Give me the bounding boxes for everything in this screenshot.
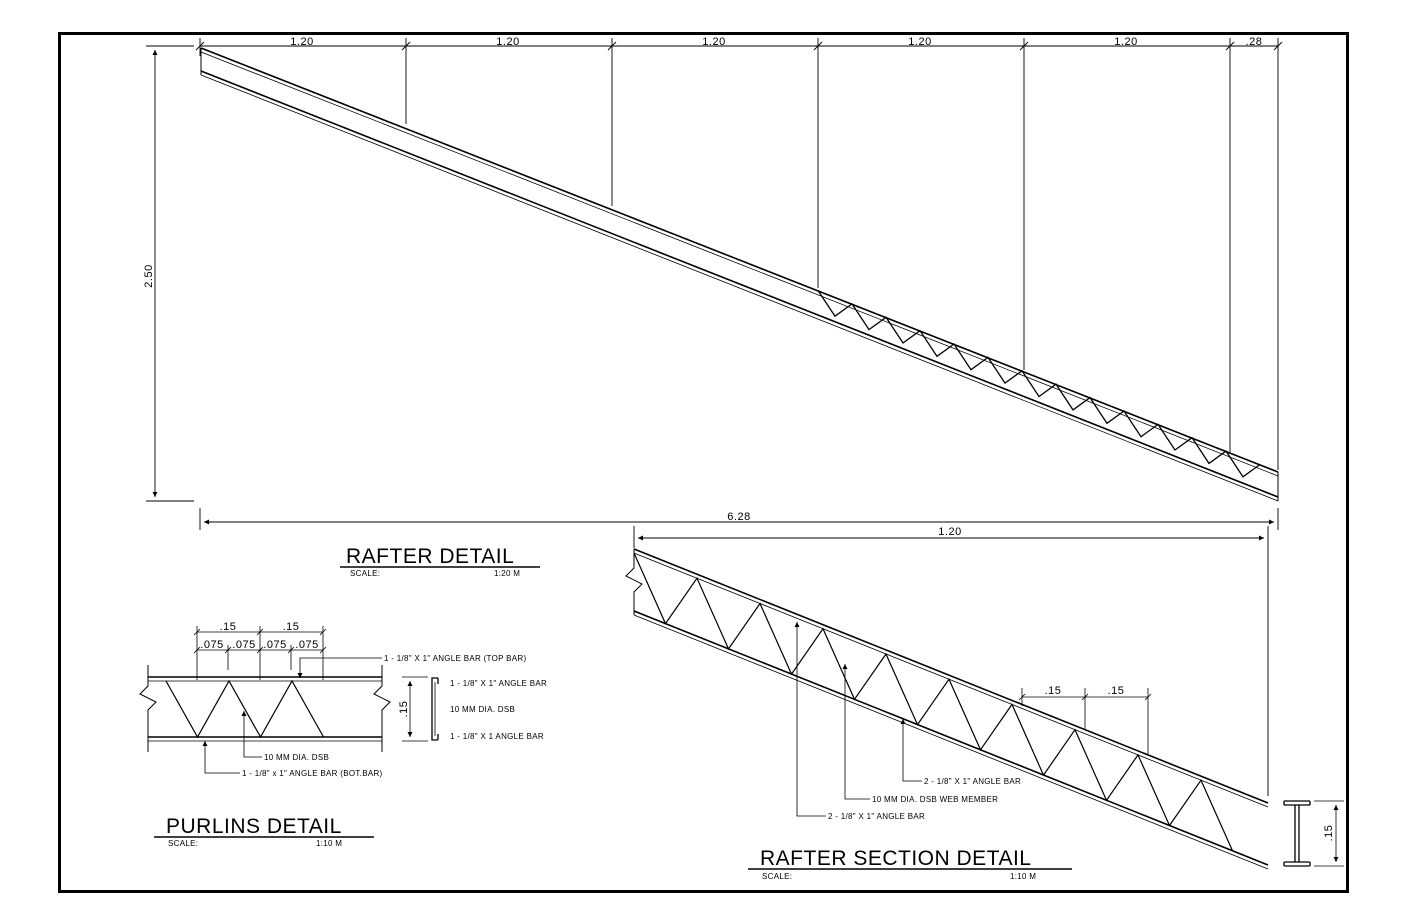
purlins-web-bars <box>165 679 325 739</box>
rafter-segment-dim-4: 1.20 <box>908 36 931 48</box>
purlins-detail: .15 .15 .075 .075 .075 .075 .15 <box>139 621 547 848</box>
rafter-section-web <box>633 552 1234 852</box>
purlins-dim-top-1: .15 <box>220 621 237 633</box>
rafter-lacing-bars <box>817 290 1261 478</box>
rafter-section-length-dimension <box>633 526 1269 796</box>
rafter-segment-dim-2: 1.20 <box>496 36 519 48</box>
rafter-section-note-angle-bar-b: 2 - 1/8" X 1" ANGLE BAR <box>828 812 925 821</box>
purlins-web <box>165 679 325 739</box>
rafter-detail-scale-value: 1:20 M <box>494 569 520 578</box>
rafter-section-detail-title: RAFTER SECTION DETAIL <box>760 847 1031 870</box>
rafter-section-spacing-dimension <box>1018 688 1152 754</box>
rafter-section-note-angle-bar-a: 2 - 1/8" X 1" ANGLE BAR <box>924 777 1021 786</box>
purlins-detail-title: PURLINS DETAIL <box>166 815 342 838</box>
purlins-note-dsb: 10 MM DIA. DSB <box>264 753 329 762</box>
rafter-segment-dim-5: 1.20 <box>1114 36 1137 48</box>
rafter-detail-title: RAFTER DETAIL <box>346 545 514 568</box>
rafter-section-web-bars <box>633 552 1234 852</box>
rafter-segment-dim-1: 1.20 <box>290 36 313 48</box>
rafter-member <box>200 47 1279 502</box>
rafter-section-depth-dim: .15 <box>1323 825 1335 842</box>
rafter-segment-dimensions <box>195 38 1283 470</box>
purlins-dimensions <box>193 626 327 680</box>
rafter-segment-dim-6: .28 <box>1246 36 1263 48</box>
rafter-section-length-dim: 1.20 <box>938 526 961 538</box>
purlins-depth-dim: .15 <box>398 701 410 718</box>
rafter-section-detail-scale-label: SCALE: <box>762 872 792 881</box>
purlins-dim-sub-3: .075 <box>263 639 286 651</box>
purlins-dim-top-2: .15 <box>283 621 300 633</box>
rafter-section-member <box>625 548 1269 870</box>
rafter-height-dim: 2.50 <box>143 264 155 287</box>
purlins-note-angle-bar-upper: 1 - 1/8" X 1" ANGLE BAR <box>450 679 547 688</box>
rafter-section-leaders <box>794 622 922 817</box>
sheet-border <box>58 32 1349 893</box>
purlins-note-top-bar: 1 - 1/8" X 1" ANGLE BAR (TOP BAR) <box>384 654 526 663</box>
rafter-section-depth-dimension <box>1314 800 1344 867</box>
rafter-section-detail: 1.20 .15 .15 2 - 1/8" X 1" ANGLE BAR 10 <box>625 526 1344 881</box>
purlins-depth-dimension <box>402 676 428 742</box>
purlins-note-bot-bar: 1 - 1/8" x 1" ANGLE BAR (BOT.BAR) <box>242 769 383 778</box>
purlins-leaders <box>202 657 382 774</box>
purlins-detail-scale-value: 1:10 M <box>316 839 342 848</box>
purlins-chords <box>139 665 391 752</box>
purlins-note-dsb-section: 10 MM DIA. DSB <box>450 705 515 714</box>
rafter-detail-scale-label: SCALE: <box>350 569 380 578</box>
rafter-section-i-profile <box>1283 800 1311 867</box>
purlins-dim-sub-4: .075 <box>295 639 318 651</box>
purlins-detail-scale-label: SCALE: <box>168 839 198 848</box>
purlins-dim-sub-2: .075 <box>232 639 255 651</box>
purlins-section-profile <box>431 677 439 741</box>
purlins-dim-sub-1: .075 <box>200 639 223 651</box>
rafter-section-note-web-member: 10 MM DIA. DSB WEB MEMBER <box>872 795 998 804</box>
rafter-section-spacing-dim-1: .15 <box>1045 685 1062 697</box>
rafter-height-dimension <box>146 45 194 502</box>
rafter-segment-dim-3: 1.20 <box>702 36 725 48</box>
rafter-total-dimension <box>199 508 1279 530</box>
rafter-lacing <box>817 290 1261 478</box>
rafter-detail: 1.20 1.20 1.20 1.20 1.20 .28 2.50 6.28 <box>143 36 1283 578</box>
rafter-section-spacing-dim-2: .15 <box>1108 685 1125 697</box>
rafter-total-dim: 6.28 <box>727 511 750 523</box>
purlins-note-angle-bar-lower: 1 - 1/8" X 1 ANGLE BAR <box>450 732 544 741</box>
rafter-section-detail-scale-value: 1:10 M <box>1010 872 1036 881</box>
